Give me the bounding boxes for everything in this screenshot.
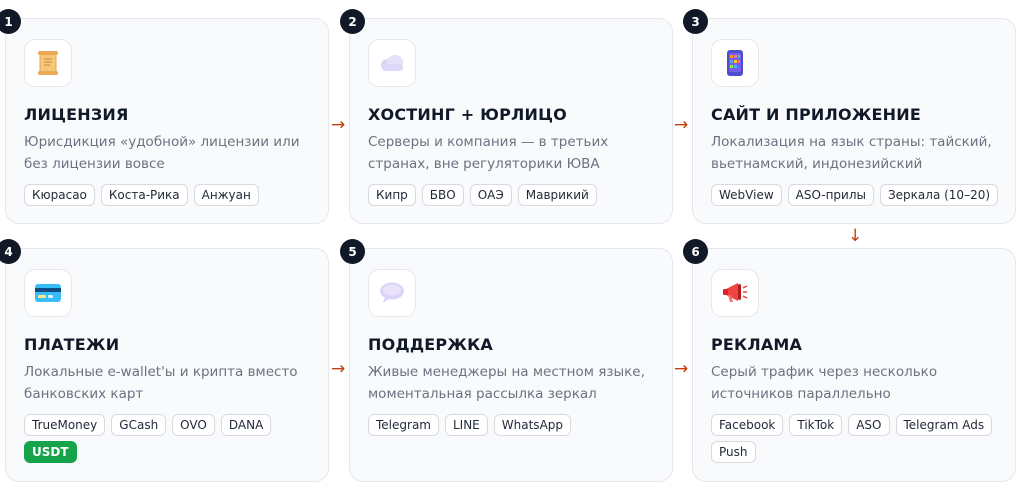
- step-description: Живые менеджеры на местном языке, момент…: [368, 364, 645, 402]
- arrow-right-icon: →: [674, 115, 689, 135]
- step-card-3: 3 САЙТ И ПРИЛОЖЕНИЕ Локализация на язык …: [683, 9, 1016, 224]
- tag: Коста-Рика: [100, 184, 188, 206]
- tag: OVO: [172, 414, 215, 436]
- step-number-badge: 1: [0, 9, 21, 34]
- tag: Telegram: [368, 414, 439, 436]
- tag: Кюрасао: [24, 184, 95, 206]
- tag: Push: [711, 441, 756, 463]
- tag: TrueMoney: [24, 414, 106, 436]
- megaphone-icon: [711, 269, 759, 317]
- tag: ASO: [848, 414, 890, 436]
- step-number-badge: 2: [340, 9, 365, 34]
- tag: Telegram Ads: [895, 414, 993, 436]
- arrow-right-icon: →: [674, 359, 689, 379]
- step-title: ЛИЦЕНЗИЯ: [24, 105, 129, 124]
- tag: DANA: [220, 414, 272, 436]
- tag: Кипр: [368, 184, 416, 206]
- step-description: Локализация на язык страны: тайский, вье…: [711, 134, 992, 172]
- arrow-right-icon: →: [331, 115, 346, 135]
- tag: Зеркала (10–20): [879, 184, 999, 206]
- step-title: САЙТ И ПРИЛОЖЕНИЕ: [711, 105, 921, 124]
- tag-list: WebView ASO-прилы Зеркала (10–20): [711, 184, 1011, 206]
- step-description: Серый трафик через несколько источников …: [711, 364, 938, 402]
- step-description: Локальные e-wallet'ы и крипта вместо бан…: [24, 364, 298, 402]
- step-number-badge: 3: [683, 9, 708, 34]
- smartphone-icon: [711, 39, 759, 87]
- tag: GCash: [111, 414, 167, 436]
- credit-card-icon: [24, 269, 72, 317]
- step-number-badge: 6: [683, 239, 708, 264]
- step-card-4: 4 ПЛАТЕЖИ Локальные e-wallet'ы и крипта …: [0, 239, 329, 482]
- tag-list: Facebook TikTok ASO Telegram Ads Push: [711, 414, 1011, 463]
- tag-list: Telegram LINE WhatsApp: [368, 414, 668, 436]
- step-card-1: 1 ЛИЦЕНЗИЯ Юрисдикция «удобной» лицензии…: [0, 9, 329, 224]
- step-title: ПЛАТЕЖИ: [24, 335, 120, 354]
- tag: БВО: [421, 184, 464, 206]
- speech-bubble-icon: [368, 269, 416, 317]
- tag-list: Кипр БВО ОАЭ Маврикий: [368, 184, 668, 206]
- step-title: ПОДДЕРЖКА: [368, 335, 493, 354]
- tag: TikTok: [789, 414, 843, 436]
- tag: ОАЭ: [469, 184, 512, 206]
- step-number-badge: 5: [340, 239, 365, 264]
- step-card-5: 5 ПОДДЕРЖКА Живые менеджеры на местном я…: [340, 239, 673, 482]
- tag: Facebook: [711, 414, 784, 436]
- step-description: Серверы и компания — в третьих странах, …: [368, 134, 609, 172]
- cloud-icon: [368, 39, 416, 87]
- step-description: Юрисдикция «удобной» лицензии или без ли…: [24, 134, 300, 172]
- tag-list: TrueMoney GCash OVO DANA USDT: [24, 414, 324, 463]
- arrow-right-icon: →: [331, 359, 346, 379]
- step-title: РЕКЛАМА: [711, 335, 803, 354]
- tag: ASO-прилы: [787, 184, 874, 206]
- tag: Маврикий: [517, 184, 597, 206]
- tag: LINE: [444, 414, 488, 436]
- tag: WebView: [711, 184, 782, 206]
- step-title: ХОСТИНГ + ЮРЛИЦО: [368, 105, 567, 124]
- tag-highlighted: USDT: [24, 441, 77, 463]
- step-card-6: 6 РЕКЛАМА Серый трафик через несколько и…: [683, 239, 1016, 482]
- tag-list: Кюрасао Коста-Рика Анжуан: [24, 184, 324, 206]
- arrow-down-icon: ↓: [848, 226, 863, 246]
- step-card-2: 2 ХОСТИНГ + ЮРЛИЦО Серверы и компания — …: [340, 9, 673, 224]
- scroll-icon: [24, 39, 72, 87]
- tag: WhatsApp: [493, 414, 572, 436]
- step-number-badge: 4: [0, 239, 21, 264]
- tag: Анжуан: [193, 184, 259, 206]
